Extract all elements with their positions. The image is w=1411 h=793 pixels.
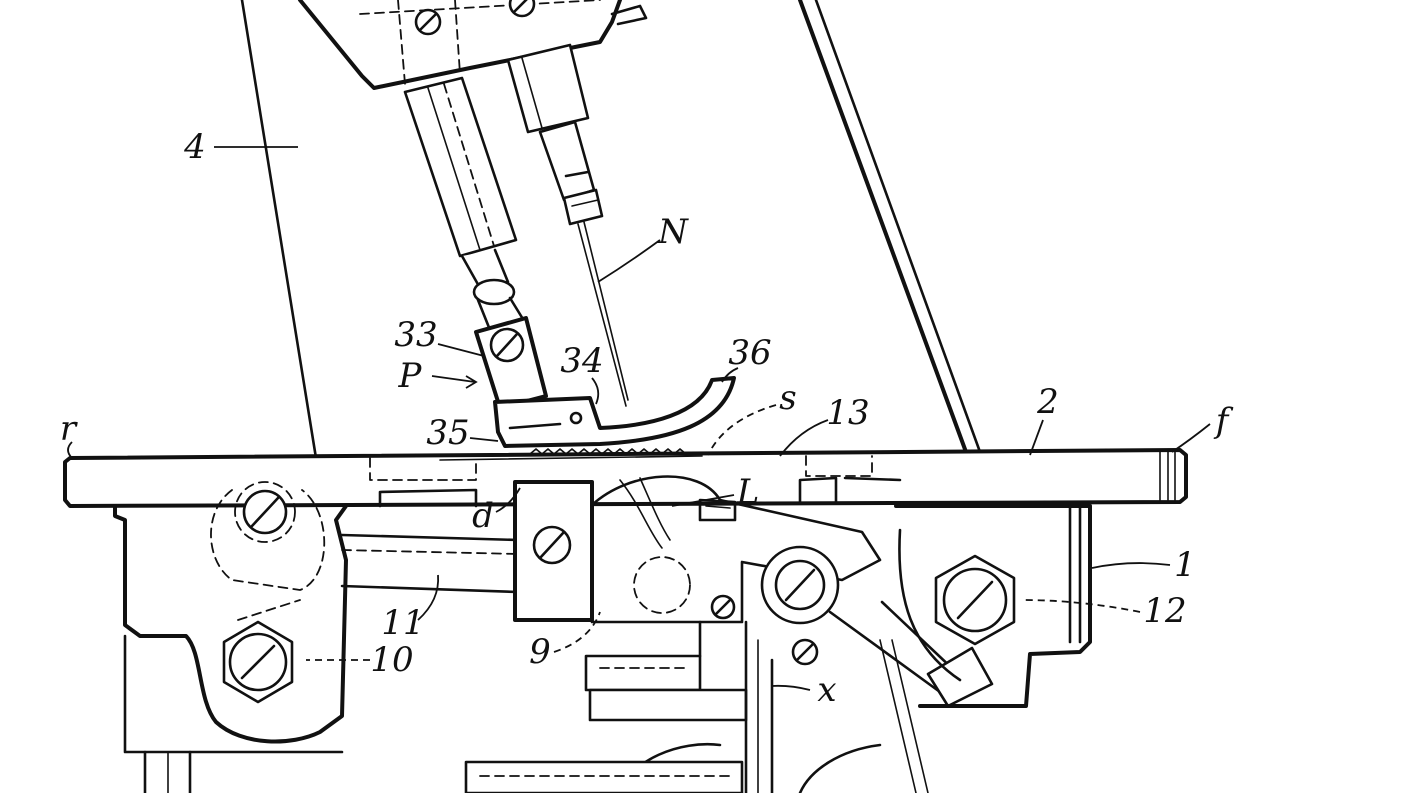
leader-line-35	[469, 437, 499, 442]
reference-numeral-33: 33	[394, 315, 437, 355]
leader-line-1	[1091, 562, 1171, 569]
leader-line-9	[553, 611, 601, 653]
needle-bar	[506, 43, 604, 226]
reference-numeral-34: 34	[560, 341, 603, 381]
leader-arrow-P	[431, 375, 478, 389]
reference-numeral-N: N	[657, 212, 689, 252]
reference-numeral-36: 36	[728, 333, 771, 373]
right-frame	[894, 504, 1092, 708]
leader-line-11	[417, 574, 440, 621]
lever-arm	[340, 533, 520, 594]
reference-numeral-d: d	[472, 496, 494, 536]
leader-line-N	[597, 239, 661, 283]
leader-line-f	[1171, 423, 1211, 453]
leader-line-s	[707, 404, 777, 456]
leader-line-34	[591, 377, 600, 405]
reference-numeral-12: 12	[1143, 591, 1186, 631]
arm-column	[240, 0, 982, 793]
hex-nut	[934, 554, 1016, 646]
reference-numeral-10: 10	[370, 640, 413, 680]
pivot-screw	[760, 545, 840, 625]
reference-labels: 4 N 33 P 34 36 r 35 s 13 2 f d L 1 11 9	[60, 127, 1234, 710]
reference-numeral-x: x	[817, 670, 836, 710]
reference-numeral-1: 1	[1174, 545, 1196, 585]
leader-line-L	[671, 494, 735, 507]
left-frame	[113, 481, 348, 793]
reference-numeral-r: r	[60, 409, 78, 449]
lower-mechanism	[464, 620, 882, 793]
screw	[234, 481, 296, 543]
leader-line-r	[67, 441, 73, 459]
machine-head	[298, 0, 648, 90]
reference-numeral-P: P	[398, 356, 423, 396]
reference-numeral-9: 9	[529, 632, 551, 672]
presser-foot-screw	[489, 327, 525, 363]
reference-numeral-L: L	[736, 472, 760, 512]
leader-line-x	[771, 684, 811, 691]
hex-nut	[222, 620, 294, 704]
feed-dog	[529, 448, 687, 455]
leader-line-36	[721, 367, 739, 383]
shuttle-mechanism	[513, 475, 994, 708]
reference-numeral-2: 2	[1036, 382, 1059, 422]
small-screw	[710, 594, 736, 620]
reference-numeral-11: 11	[381, 603, 424, 643]
leader-line-2	[1029, 419, 1044, 456]
presser-bar	[403, 76, 528, 332]
head-screw	[414, 8, 442, 36]
reference-numeral-4: 4	[183, 127, 206, 167]
presser-foot	[474, 316, 736, 448]
bed-plate	[63, 448, 1188, 508]
reference-numeral-s: s	[779, 378, 796, 418]
leader-line-12	[1021, 599, 1141, 613]
small-screw	[791, 638, 819, 666]
screw	[532, 525, 572, 565]
needle	[577, 221, 629, 407]
reference-numeral-35: 35	[426, 413, 469, 453]
leader-line-d	[495, 487, 521, 513]
leader-line-13	[779, 419, 829, 457]
head-screw	[508, 0, 536, 18]
reference-numeral-13: 13	[826, 393, 869, 433]
reference-numeral-f: f	[1213, 401, 1234, 441]
leader-line-33	[437, 343, 485, 357]
